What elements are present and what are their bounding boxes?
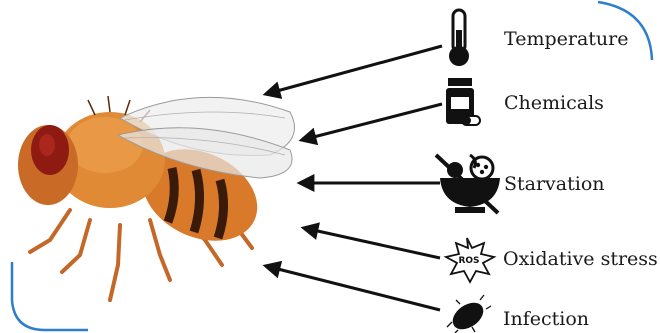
ros-icon-label: ROS <box>458 256 479 266</box>
no-food-icon <box>436 155 500 213</box>
thermometer-icon <box>449 10 469 66</box>
fruit-fly-illustration <box>18 96 295 300</box>
ros-burst-icon: ROS <box>446 238 494 282</box>
label-starvation: Starvation <box>504 175 605 194</box>
label-chemicals: Chemicals <box>504 94 604 113</box>
arrow-oxidative-stress <box>304 228 440 258</box>
arrow-infection <box>266 266 440 310</box>
label-temperature: Temperature <box>504 30 628 49</box>
frame-corner-bottom-left <box>12 262 88 330</box>
arrows <box>266 46 442 310</box>
arrow-temperature <box>266 46 442 94</box>
pill-bottle-icon <box>446 78 480 125</box>
label-infection: Infection <box>503 310 589 329</box>
label-oxidative-stress: Oxidative stress <box>503 250 658 269</box>
microbe-icon <box>447 295 491 333</box>
arrow-chemicals <box>302 104 442 140</box>
